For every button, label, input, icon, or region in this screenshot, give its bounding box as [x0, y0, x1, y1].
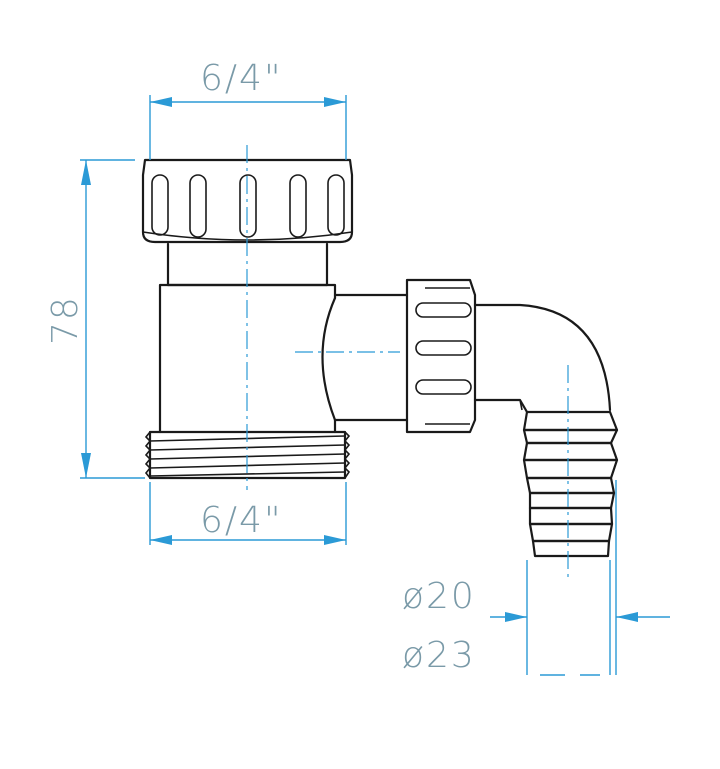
bottom-width-label: 6/4": [200, 500, 283, 541]
side-branch: [333, 293, 409, 422]
top-nut: [141, 158, 354, 244]
dimension-bottom-width: [149, 482, 347, 545]
dimension-diameters: [490, 480, 670, 676]
center-lines: [246, 145, 569, 580]
side-nut: [405, 278, 477, 434]
hose-barb: [522, 410, 619, 558]
top-width-label: 6/4": [200, 58, 283, 99]
dimension-height: [80, 159, 145, 479]
height-label: 78: [45, 295, 86, 345]
main-body: [158, 283, 337, 434]
outer-diameter-label: ø23: [402, 635, 476, 676]
inner-diameter-label: ø20: [402, 576, 476, 617]
dimension-top-width: [149, 95, 347, 160]
elbow: [473, 303, 612, 414]
